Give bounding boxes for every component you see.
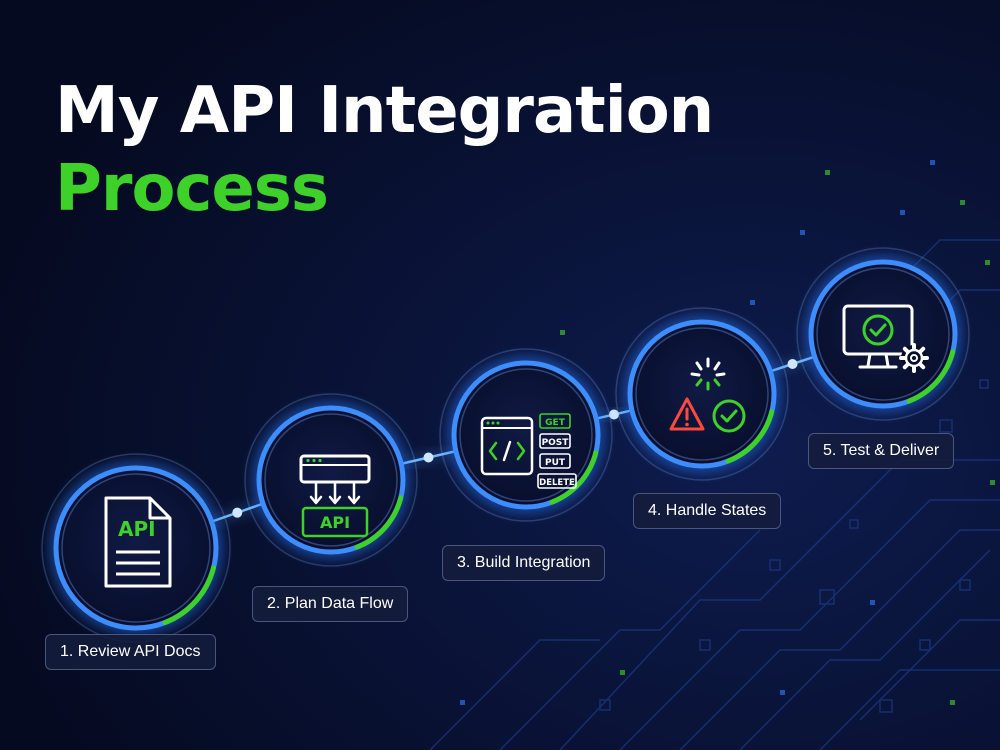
http-method-tags: GET POST PUT DELETE	[537, 413, 577, 489]
ring-accent	[725, 409, 775, 464]
circuit-pad	[769, 559, 781, 571]
connector-dot	[232, 507, 243, 518]
step-label-3: 3. Build Integration	[442, 545, 606, 581]
ring-accent	[354, 495, 404, 550]
method-put: PUT	[545, 458, 566, 468]
ring-accent	[162, 565, 217, 626]
outer-halo	[615, 307, 789, 481]
circuit-pad	[849, 519, 859, 529]
circuit-pad	[979, 379, 989, 389]
light-dot	[780, 690, 785, 695]
circuit-trace	[499, 529, 761, 750]
connector-dot	[423, 452, 434, 463]
light-dot	[620, 670, 625, 675]
circuit-trace	[429, 639, 600, 750]
circuit-pad	[699, 639, 711, 651]
circuit-trace	[859, 619, 1000, 721]
ring-accent	[549, 450, 599, 505]
ring	[451, 360, 601, 510]
step-label-4: 4. Handle States	[633, 493, 782, 529]
warning-icon	[669, 397, 705, 431]
states-icon	[669, 357, 746, 433]
step-label-2: 2. Plan Data Flow	[252, 586, 409, 622]
circuit-trace	[819, 669, 1000, 750]
step-node-4	[615, 307, 789, 481]
light-dot	[870, 600, 875, 605]
success-check-icon	[712, 399, 746, 433]
data-flow-icon: API	[299, 454, 371, 538]
monitor-check-icon	[842, 304, 929, 373]
light-dot	[930, 160, 935, 165]
gear-icon	[899, 343, 929, 373]
title-line-2: Process	[55, 152, 329, 226]
method-delete: DELETE	[539, 478, 575, 488]
light-dot	[460, 700, 465, 705]
method-post: POST	[542, 438, 570, 448]
code-window-icon: GET POST PUT DELETE	[480, 413, 577, 489]
light-dot	[990, 480, 995, 485]
method-get: GET	[545, 418, 566, 428]
api-document-icon: API	[104, 496, 172, 588]
light-dot	[800, 230, 805, 235]
connector-dot	[609, 409, 619, 420]
light-dot	[900, 210, 905, 215]
circuit-pad	[819, 589, 835, 605]
circuit-trace	[739, 549, 991, 750]
step-label-5: 5. Test & Deliver	[808, 433, 955, 469]
light-dot	[960, 200, 965, 205]
ring-accent	[906, 349, 956, 404]
ring-inner	[264, 413, 398, 547]
ring-inner	[459, 368, 593, 502]
circuit-pad	[939, 419, 953, 433]
api-doc-text: API	[118, 517, 156, 541]
title-line-1: My API Integration	[55, 74, 714, 148]
light-dot	[950, 700, 955, 705]
loading-spinner-icon	[690, 357, 726, 391]
ring	[627, 319, 777, 469]
api-box-text: API	[320, 513, 350, 532]
step-node-3	[439, 348, 613, 522]
circuit-pad	[919, 639, 931, 651]
connector-dot	[787, 359, 798, 369]
ring-inner	[61, 473, 211, 623]
outer-halo	[439, 348, 613, 522]
circuit-pad	[879, 699, 893, 713]
outer-halo	[796, 247, 970, 421]
ring-inner	[635, 327, 769, 461]
outer-halo	[244, 393, 418, 567]
light-dot	[825, 170, 830, 175]
step-label-1: 1. Review API Docs	[45, 634, 216, 670]
circuit-trace	[619, 499, 1000, 750]
circuit-pad	[599, 699, 611, 711]
circuit-pad	[959, 579, 971, 591]
circuit-trace	[679, 529, 1000, 750]
light-dot	[560, 330, 565, 335]
light-dot	[750, 300, 755, 305]
light-dot	[985, 260, 990, 265]
page-title: My API Integration Process	[55, 72, 714, 228]
ring	[53, 465, 219, 631]
ring-inner	[816, 267, 950, 401]
